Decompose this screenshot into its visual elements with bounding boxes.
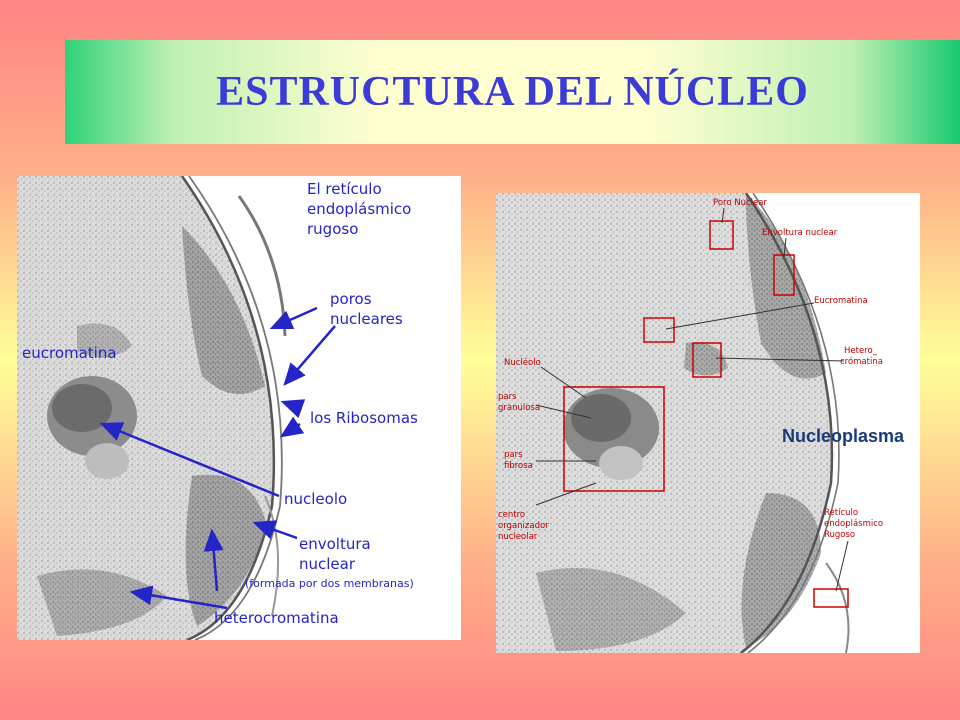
label-poro-nuclear: Poro Nuclear [713,198,767,208]
box-poro-nuclear [709,220,734,250]
label-hetero-line1: Hetero_ [844,346,878,356]
label-reticulo-line3: rugoso [307,220,358,238]
label-pars-fibrosa-line1: pars [504,450,523,460]
label-eucromatina: eucromatina [22,344,117,362]
nuclear-envelope [740,193,834,653]
label-centro-line1: centro [498,510,525,520]
label-hetero-line2: crómatina [840,356,883,367]
box-heterocromatina [692,342,722,378]
label-pars-granulosa-line1: pars [498,392,517,402]
rough-er [825,562,850,653]
rough-er [264,495,280,617]
right-diagram-svg: Poro Nuclear Envoltura nuclear Eucromati… [496,193,883,653]
left-nucleus-diagram: El retículo endoplásmico rugoso poros nu… [17,176,461,640]
label-eucromatina: Eucromatina [814,296,868,306]
label-heterocromatina: heterocromatina [214,609,339,627]
label-reticulo-line2: endoplásmico [307,200,411,218]
label-poros-line1: poros [330,290,372,308]
label-nucleoplasma: Nucleoplasma [782,426,905,446]
arrow-heterocromatina-1 [129,585,228,610]
left-diagram-svg: El retículo endoplásmico rugoso poros nu… [17,176,418,640]
label-centro-line2: organizador [498,521,549,531]
page-title: ESTRUCTURA DEL NÚCLEO [216,69,809,115]
heterochromatin-patch [182,226,265,394]
right-nucleus-diagram: Poro Nuclear Envoltura nuclear Eucromati… [496,193,920,653]
arrow-nucleolo [99,422,280,498]
box-reticulo [813,588,849,608]
label-envoltura-nuclear: Envoltura nuclear [762,228,838,238]
label-pars-fibrosa-line2: fibrosa [504,461,533,471]
label-reticulo-line1: Retículo [824,508,858,518]
arrow-ribosomas-1 [280,399,306,419]
heterochromatin-patch [185,474,267,626]
label-reticulo-line2: endoplásmico [824,519,883,529]
heterochromatin-patch [746,193,826,379]
arrow-poros-2 [283,325,336,386]
box-nucleolo [563,386,665,492]
nuclear-envelope [180,176,276,640]
arrow-envoltura [252,520,298,540]
heterochromatin-patch [741,493,821,648]
arrow-ribosomas-2 [279,416,305,438]
heterochromatin-patch [77,323,132,358]
label-poros-line2: nucleares [330,310,403,328]
title-banner: ESTRUCTURA DEL NÚCLEO [65,40,960,144]
label-envoltura-line1: envoltura [299,535,371,553]
box-eucromatina [643,317,675,343]
arrow-poros-1 [269,306,318,330]
heterochromatin-patch [684,342,728,376]
label-reticulo-line3: Rugoso [824,530,855,540]
label-pars-granulosa-line2: granulosa [498,403,540,413]
label-envoltura-note: (formada por dos membranas) [245,577,414,590]
label-reticulo-line1: El retículo [307,180,382,198]
label-nucleolo: nucleolo [284,490,347,508]
label-ribosomas: los Ribosomas [310,409,418,427]
label-envoltura-line2: nuclear [299,555,356,573]
label-nucleolo: Nucléolo [504,357,541,368]
label-centro-line3: nucleolar [498,532,538,542]
arrow-heterocromatina-2 [203,528,224,592]
heterochromatin-patch [536,568,686,651]
